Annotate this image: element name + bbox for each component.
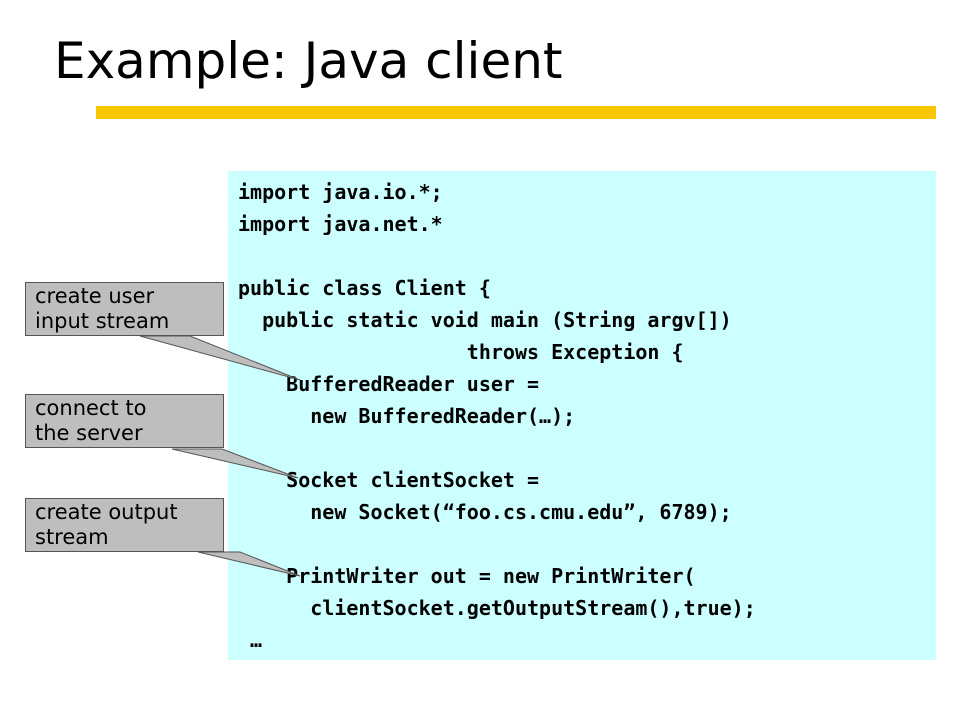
title-underline-bar [96, 106, 936, 119]
code-line: public static void main (String argv[]) [238, 308, 732, 332]
callout-text-line: stream [35, 525, 109, 549]
code-line: public class Client { [238, 276, 491, 300]
callout-text-line: input stream [35, 309, 170, 333]
callout-leader-connect [171, 448, 299, 479]
callout-create-output-stream: create output stream [25, 498, 224, 552]
code-line: new BufferedReader(…); [238, 404, 576, 428]
callout-create-user-input-stream: create user input stream [25, 282, 224, 336]
code-line: clientSocket.getOutputStream(),true); [238, 596, 756, 620]
code-line: PrintWriter out = new PrintWriter( [238, 564, 696, 588]
callout-leader-user-input [139, 335, 301, 381]
code-line: import java.io.*; [238, 180, 443, 204]
callout-leader-output [197, 551, 301, 577]
callout-text-line: the server [35, 421, 143, 445]
callout-text-line: create output [35, 500, 178, 524]
callout-text-line: connect to [35, 396, 147, 420]
code-line: throws Exception { [238, 340, 684, 364]
callout-text-line: create user [35, 284, 155, 308]
code-line: Socket clientSocket = [238, 468, 540, 492]
code-line: BufferedReader user = [238, 372, 540, 396]
code-panel [228, 171, 936, 660]
slide-title: Example: Java client [54, 32, 563, 90]
code-line: import java.net.* [238, 212, 443, 236]
callout-connect-to-server: connect to the server [25, 394, 224, 448]
code-line: … [238, 628, 263, 652]
code-line: new Socket(“foo.cs.cmu.edu”, 6789); [238, 500, 732, 524]
